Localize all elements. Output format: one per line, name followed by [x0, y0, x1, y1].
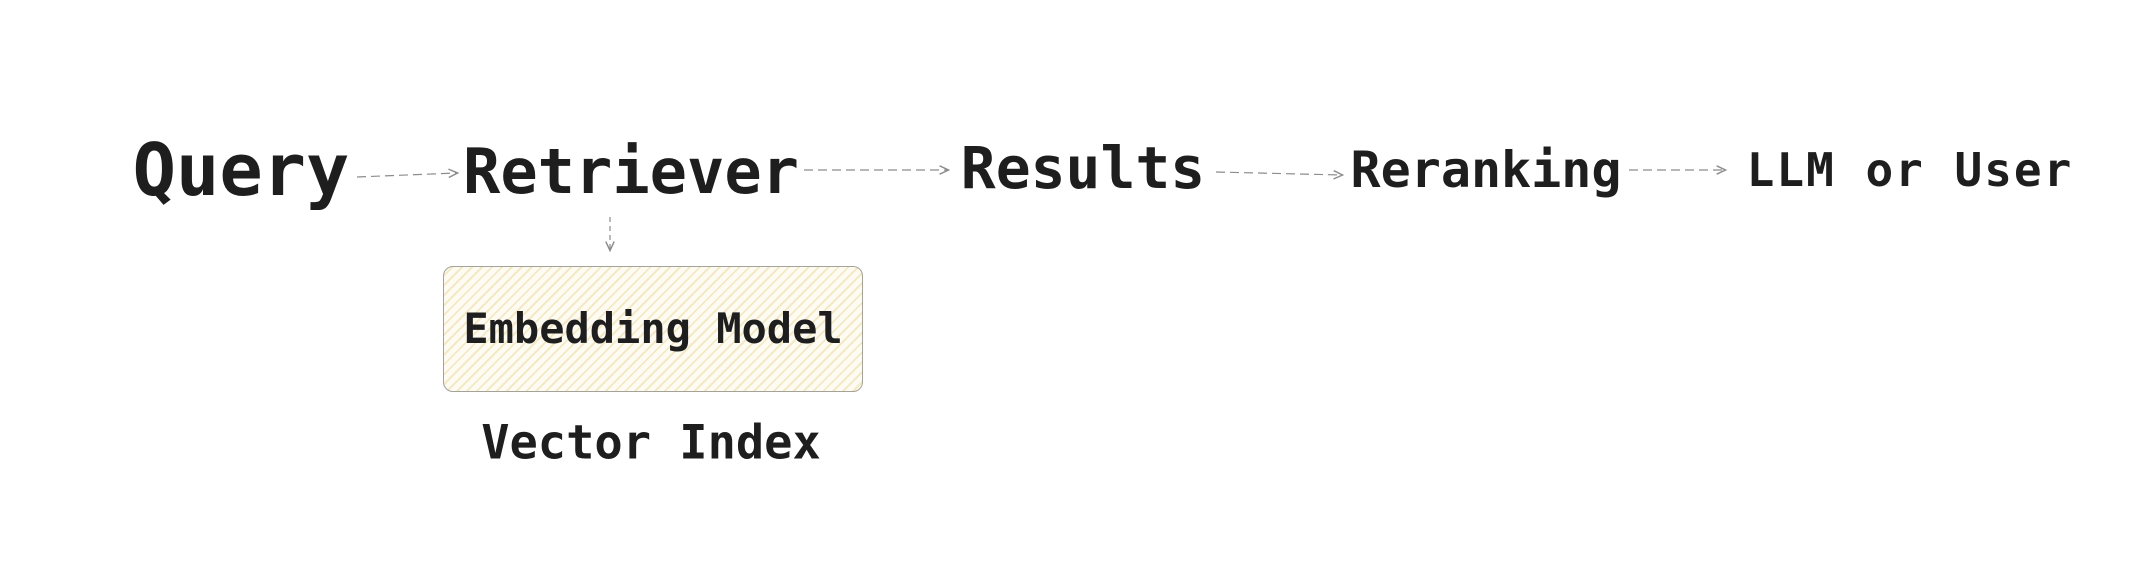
- node-llm-or-user: LLM or User: [1746, 143, 2074, 197]
- node-results: Results: [960, 134, 1206, 202]
- node-reranking: Reranking: [1350, 141, 1622, 199]
- embedding-model-label: Embedding Model: [463, 304, 843, 353]
- node-vector-index: Vector Index: [481, 415, 821, 471]
- edge-results-to-reranking: [1215, 172, 1342, 175]
- edge-query-to-retriever: [356, 173, 457, 177]
- node-query: Query: [132, 128, 350, 212]
- node-embedding-model-box: Embedding Model: [443, 266, 863, 392]
- node-retriever: Retriever: [463, 135, 799, 208]
